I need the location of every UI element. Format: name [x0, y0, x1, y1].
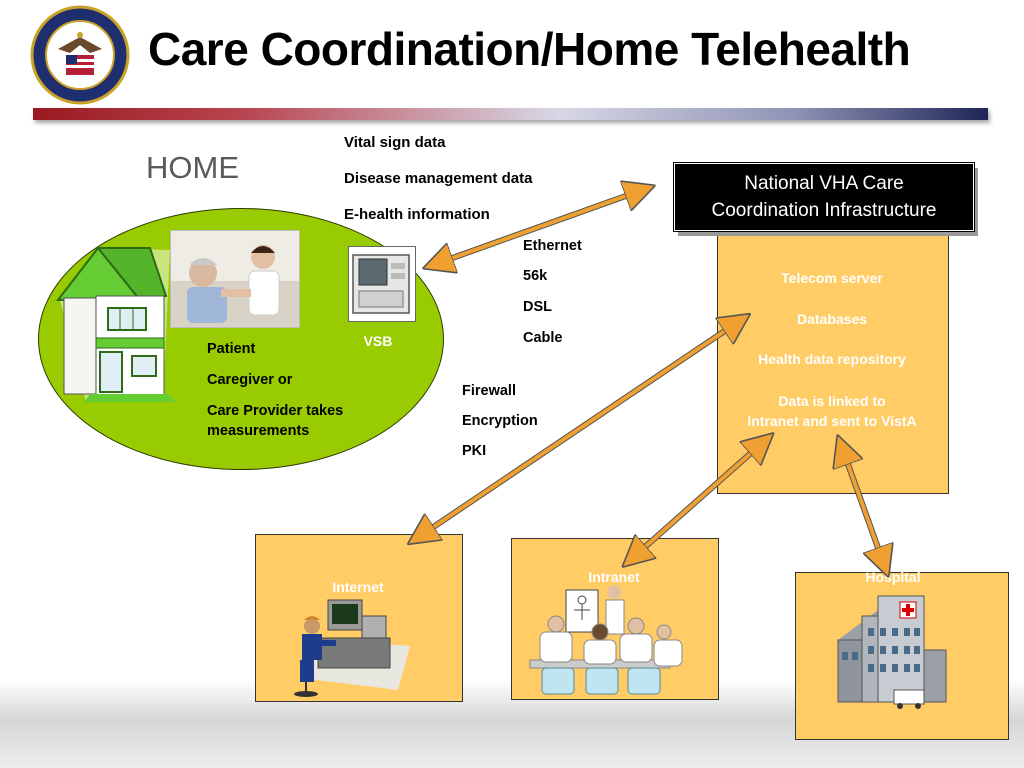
- hospital-box: [795, 572, 1009, 740]
- security-firewall: Firewall: [462, 383, 516, 399]
- data-type-disease-management: Disease management data: [344, 170, 533, 187]
- internet-box: [255, 534, 463, 702]
- security-pki: PKI: [462, 443, 487, 459]
- slide-title: Care Coordination/Home Telehealth: [148, 23, 911, 75]
- intranet-label: Intranet: [588, 569, 640, 585]
- infra-item-databases: Databases: [796, 311, 868, 327]
- title-underline-bar: [33, 108, 988, 120]
- national-vha-header-box: National VHA Care Coordination Infrastru…: [673, 162, 975, 232]
- home-people-line-2: Caregiver or: [207, 372, 293, 388]
- internet-label: Internet: [332, 579, 384, 595]
- connection-dsl: DSL: [523, 299, 552, 315]
- arrow-vsb-to-national: [427, 185, 651, 269]
- vsb-label: VSB: [363, 333, 393, 349]
- home-people-line-1: Patient: [207, 341, 256, 357]
- infra-linked-line-1: Data is linked to: [778, 393, 886, 409]
- connection-cable: Cable: [523, 330, 563, 346]
- data-type-vital-sign: Vital sign data: [344, 134, 446, 151]
- national-title-line-1: National VHA Care: [744, 173, 904, 194]
- hospital-label: Hospital: [865, 569, 921, 585]
- data-type-e-health: E-health information: [344, 206, 490, 223]
- home-people-line-3: Care Provider takes: [207, 403, 344, 419]
- infra-linked-line-2: Intranet and sent to VistA: [747, 413, 917, 429]
- home-label: HOME: [146, 150, 239, 185]
- intranet-box: [511, 538, 719, 700]
- national-title-line-2: Coordination Infrastructure: [711, 200, 937, 221]
- connection-ethernet: Ethernet: [523, 238, 582, 254]
- home-people-line-4: measurements: [207, 423, 310, 439]
- patient-caregiver-photo: [170, 230, 300, 328]
- infra-item-telecom-server: Telecom server: [781, 270, 883, 286]
- vsb-device-icon: [348, 246, 416, 322]
- security-encryption: Encryption: [462, 413, 538, 429]
- connection-56k: 56k: [523, 268, 548, 284]
- arrow-internet-to-infra: [411, 315, 747, 543]
- infra-item-health-data-repository: Health data repository: [758, 351, 906, 367]
